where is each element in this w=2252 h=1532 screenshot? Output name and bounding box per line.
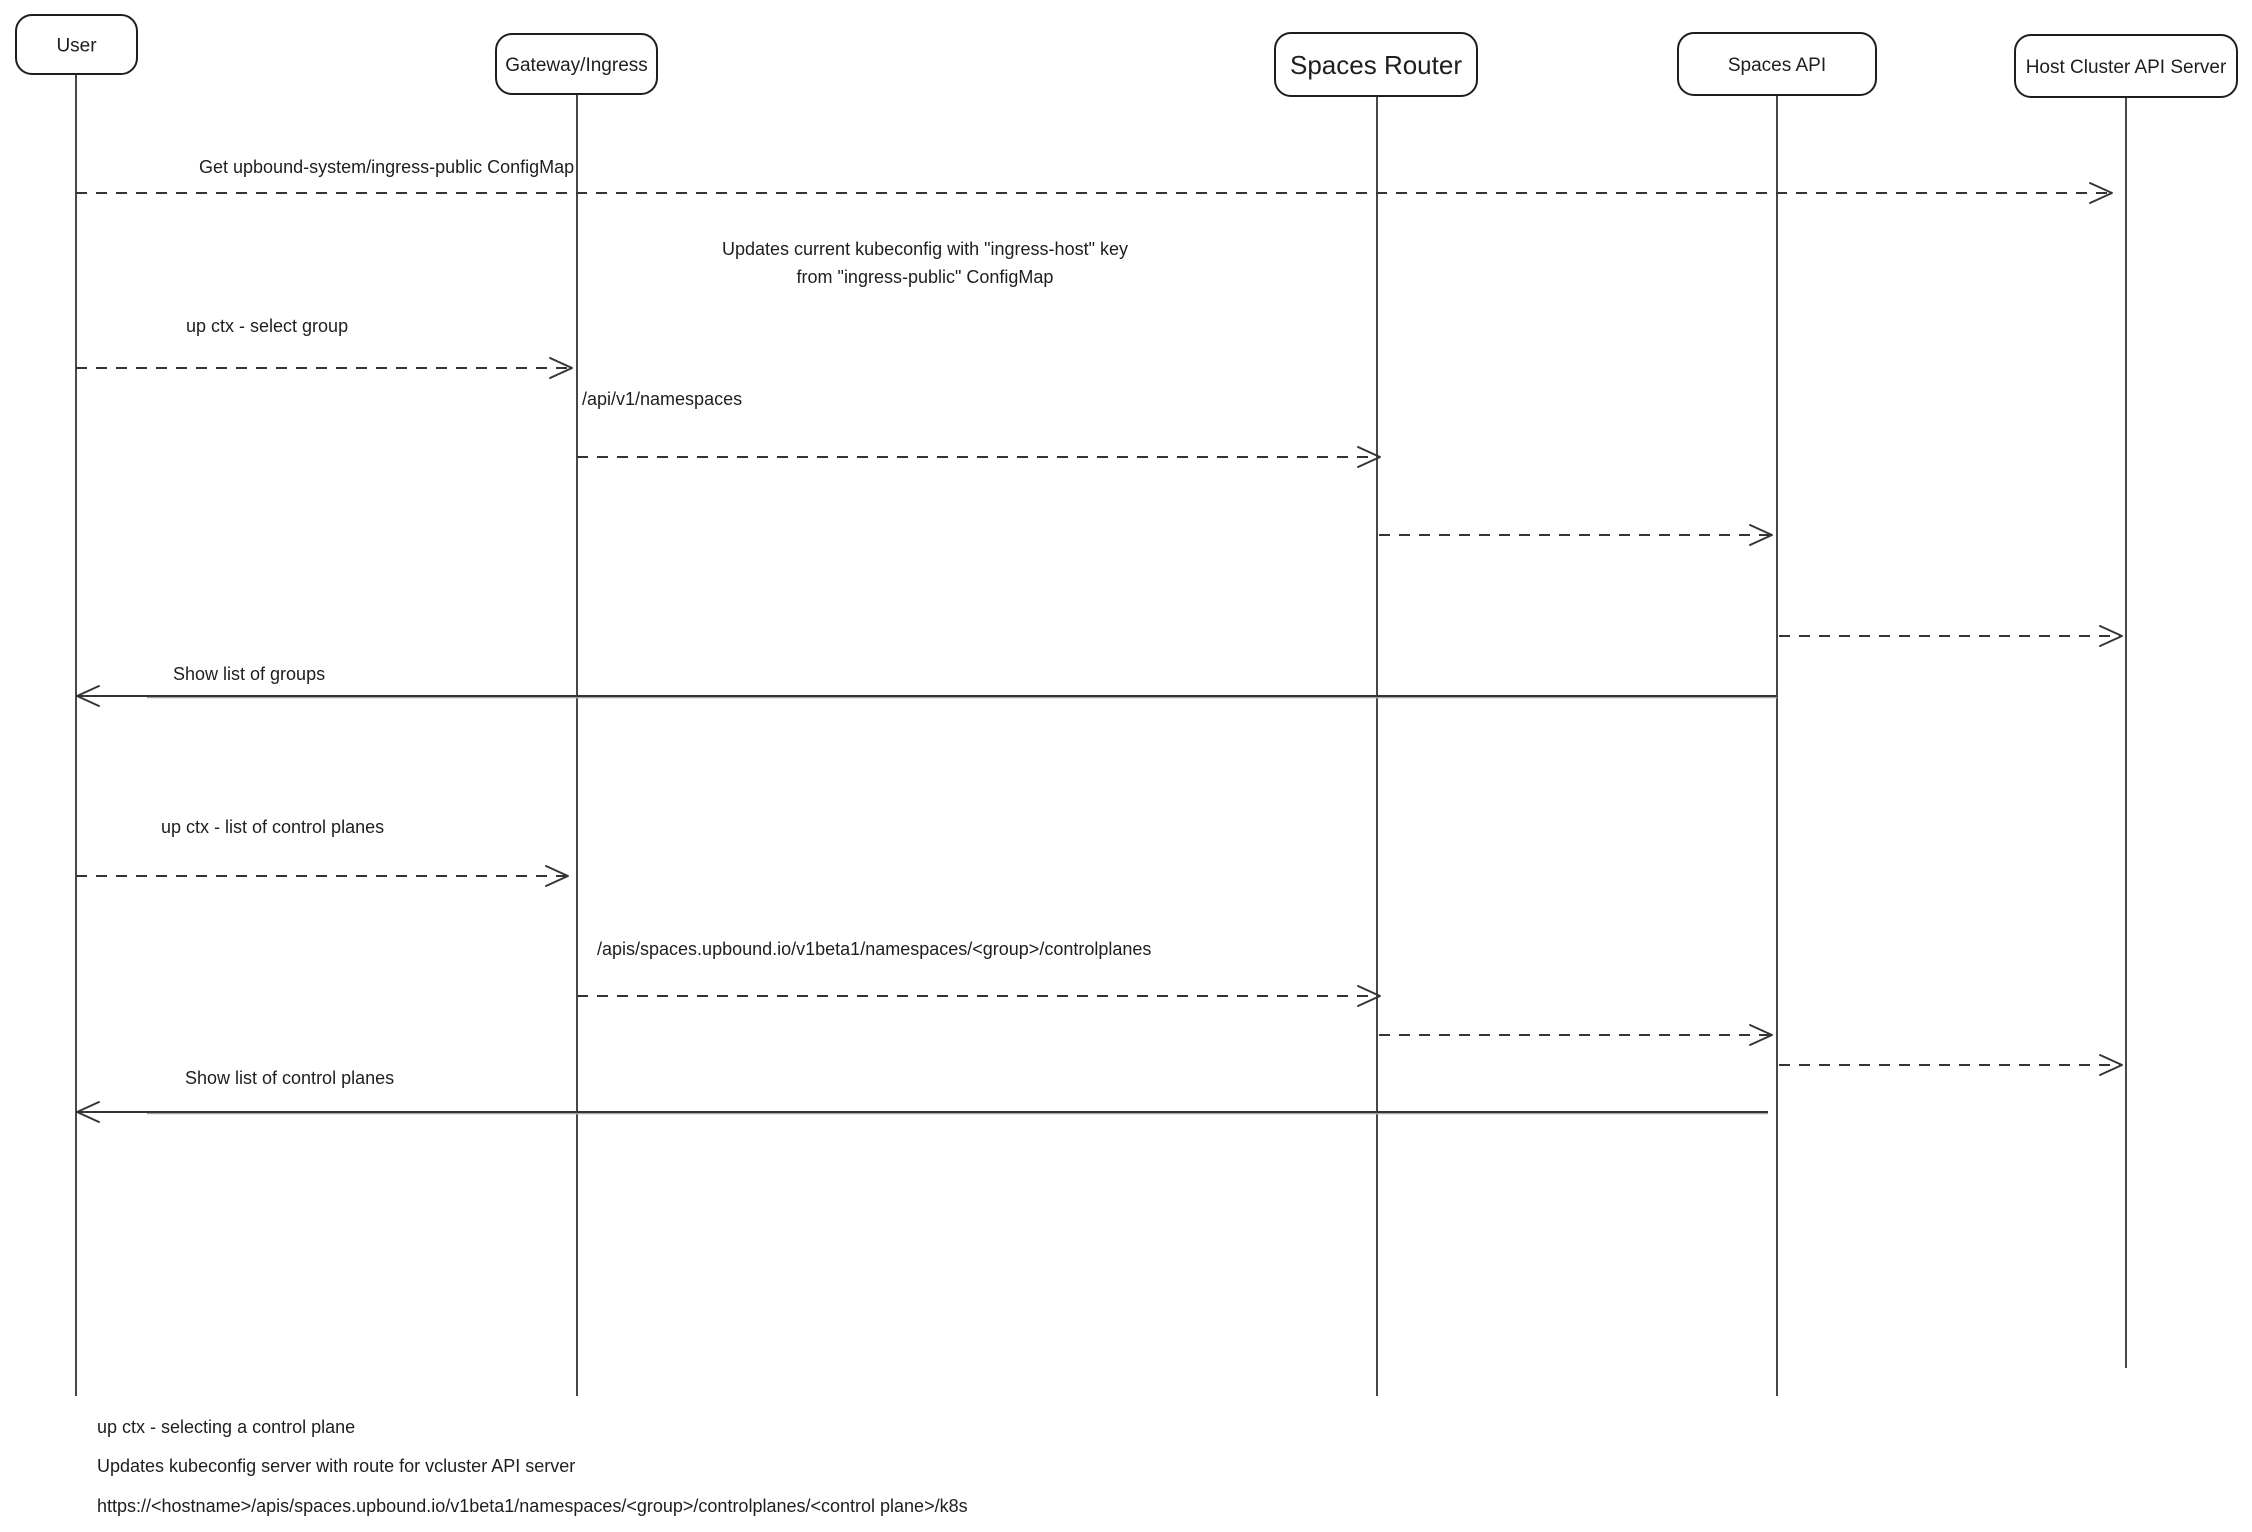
actor-label-spaces-router: Spaces Router (1290, 50, 1462, 80)
message-spaces-api-to-host-2 (1779, 1054, 2123, 1076)
arrowhead-router-to-spaces-api-1 (1749, 524, 1773, 546)
actor-label-gateway-ingress: Gateway/Ingress (505, 55, 648, 76)
message-show-list-of-groups: Show list of groups (76, 664, 1777, 707)
message-show-list-of-control-planes: Show list of control planes (76, 1068, 1768, 1123)
note-kubeconfig-update-note: Updates current kubeconfig with "ingress… (722, 239, 1128, 287)
arrowhead-spaces-api-to-host-1 (2099, 625, 2123, 647)
footer-notes: up ctx - selecting a control planeUpdate… (97, 1417, 968, 1516)
message-router-to-spaces-api-2 (1379, 1024, 1773, 1046)
arrowhead-show-list-of-groups (76, 685, 100, 707)
message-label-apis-spaces-controlplanes: /apis/spaces.upbound.io/v1beta1/namespac… (597, 939, 1151, 959)
actor-spaces-router: Spaces Router (1274, 32, 1478, 1396)
message-apis-spaces-controlplanes: /apis/spaces.upbound.io/v1beta1/namespac… (577, 939, 1381, 1007)
message-label-show-list-of-groups: Show list of groups (173, 664, 325, 684)
arrowhead-router-to-spaces-api-2 (1749, 1024, 1773, 1046)
message-label-api-v1-namespaces: /api/v1/namespaces (582, 389, 742, 409)
message-label-list-control-planes: up ctx - list of control planes (161, 817, 384, 837)
arrowhead-api-v1-namespaces (1357, 446, 1381, 468)
arrowhead-list-control-planes (545, 865, 569, 887)
actor-gateway-ingress: Gateway/Ingress (495, 33, 658, 1396)
arrowhead-get-configmap (2089, 182, 2113, 204)
actor-box-spaces-api (1677, 32, 1877, 96)
actor-user: User (15, 14, 138, 1396)
message-label-show-list-of-control-planes: Show list of control planes (185, 1068, 394, 1088)
arrowhead-spaces-api-to-host-2 (2099, 1054, 2123, 1076)
actor-box-gateway-ingress (495, 33, 658, 95)
actor-box-spaces-router (1274, 32, 1478, 97)
actor-label-spaces-api: Spaces API (1728, 55, 1826, 76)
message-list-control-planes: up ctx - list of control planes (76, 817, 569, 887)
message-get-configmap: Get upbound-system/ingress-public Config… (76, 157, 2113, 204)
note-line-1: Updates current kubeconfig with "ingress… (722, 239, 1128, 259)
actor-box-user (15, 14, 138, 75)
arrowhead-apis-spaces-controlplanes (1357, 985, 1381, 1007)
actor-box-host-cluster-api-server (2014, 34, 2238, 98)
note-line-2: from "ingress-public" ConfigMap (797, 267, 1054, 287)
footer-line-1: up ctx - selecting a control plane (97, 1417, 355, 1437)
actor-host-cluster-api-server: Host Cluster API Server (2014, 34, 2238, 1368)
actor-spaces-api: Spaces API (1677, 32, 1877, 1396)
message-select-group: up ctx - select group (76, 316, 573, 379)
message-spaces-api-to-host-1 (1779, 625, 2123, 647)
actor-label-host-cluster-api-server: Host Cluster API Server (2026, 57, 2227, 78)
actor-label-user: User (56, 35, 97, 56)
message-label-get-configmap: Get upbound-system/ingress-public Config… (199, 157, 574, 177)
message-router-to-spaces-api-1 (1379, 524, 1773, 546)
footer-line-2: Updates kubeconfig server with route for… (97, 1456, 575, 1476)
arrowhead-show-list-of-control-planes (76, 1101, 100, 1123)
message-label-select-group: up ctx - select group (186, 316, 348, 336)
footer-line-3: https://<hostname>/apis/spaces.upbound.i… (97, 1496, 968, 1516)
arrowhead-select-group (549, 357, 573, 379)
message-api-v1-namespaces: /api/v1/namespaces (577, 389, 1381, 468)
